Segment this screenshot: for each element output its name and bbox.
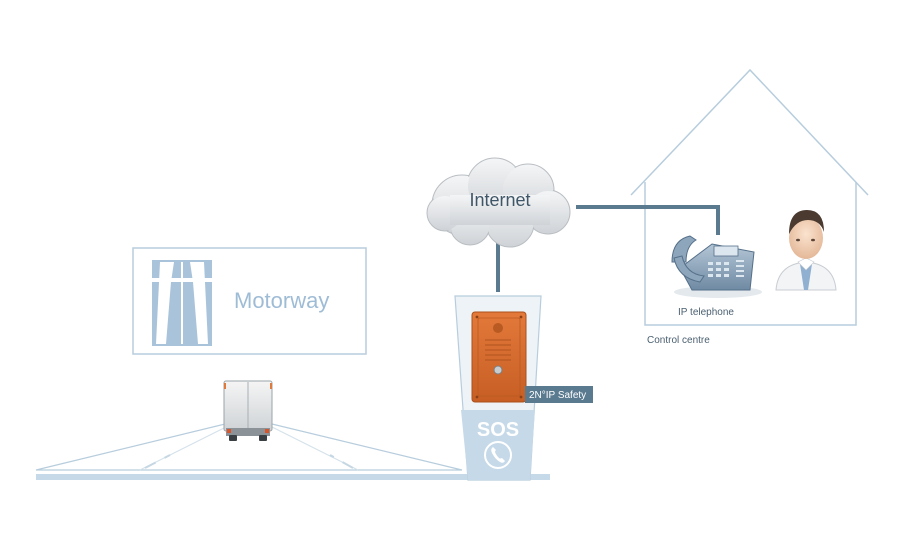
- ip-telephone-label: IP telephone: [678, 307, 734, 318]
- connection-lines: [496, 205, 720, 292]
- desk-phone-icon: [671, 235, 762, 298]
- internet-label: Internet: [469, 190, 530, 210]
- motorway-sign: Motorway: [132, 247, 367, 355]
- truck-icon: [223, 380, 273, 441]
- control-centre-house: [630, 68, 869, 326]
- internet-cloud: Internet: [426, 157, 571, 248]
- control-centre-label: Control centre: [647, 335, 710, 346]
- device-label: 2N°IP Safety: [529, 390, 586, 401]
- sos-label: SOS: [477, 419, 519, 441]
- motorway-label: Motorway: [234, 288, 329, 313]
- person-icon: [775, 210, 837, 291]
- phone-handset-icon: [484, 441, 512, 469]
- motorway-symbol-icon: [152, 260, 212, 346]
- ip-safety-device: [471, 311, 527, 403]
- cloud-to-phone-line: [576, 205, 720, 235]
- device-label-badge: 2N°IP Safety: [525, 386, 593, 403]
